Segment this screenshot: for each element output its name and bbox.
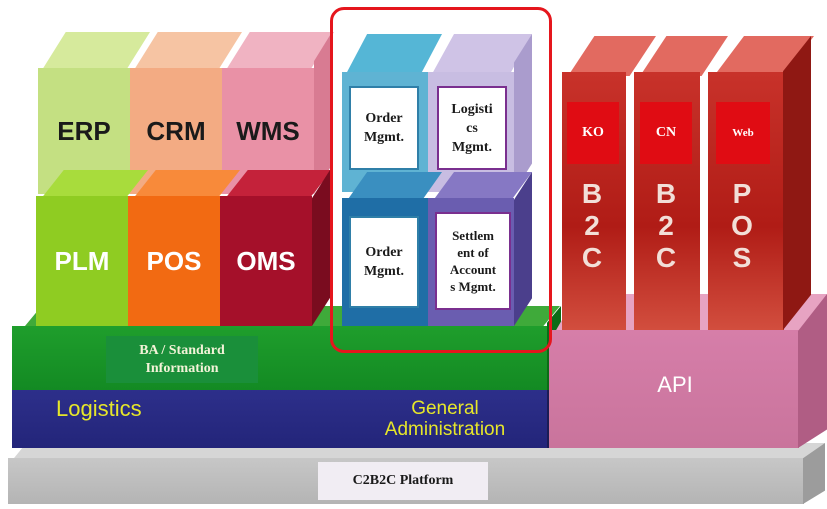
logistics-mgmt-card: Logisti cs Mgmt. bbox=[437, 86, 507, 170]
tower-cn-letters: B 2 C bbox=[655, 178, 677, 273]
tower-ko-top bbox=[568, 36, 656, 76]
ba-standard-label: BA / Standard Information bbox=[106, 336, 258, 383]
platform-side bbox=[803, 443, 825, 504]
oms-cube: OMS bbox=[220, 196, 312, 326]
wms-label: WMS bbox=[236, 115, 300, 146]
navy-band bbox=[12, 390, 548, 448]
settlement-cube-side bbox=[514, 172, 532, 326]
order-mgmt-card-top: Order Mgmt. bbox=[349, 86, 419, 170]
tower-cn-top bbox=[640, 36, 728, 76]
api-label: API bbox=[657, 372, 693, 397]
settlement-card: Settlem ent of Account s Mgmt. bbox=[435, 212, 511, 310]
pos-label: POS bbox=[146, 245, 202, 276]
green-band bbox=[12, 326, 548, 390]
wms-cube-side bbox=[314, 32, 332, 194]
oms-cube-side bbox=[312, 170, 330, 326]
crm-cube-top bbox=[134, 32, 242, 70]
plm-label: PLM bbox=[54, 245, 110, 276]
erp-cube-top bbox=[42, 32, 150, 70]
plm-cube: PLM bbox=[36, 196, 128, 326]
order-mgmt-card-bottom: Order Mgmt. bbox=[349, 216, 419, 308]
highlight-frame bbox=[330, 7, 552, 353]
logistics-label: Logistics bbox=[56, 396, 142, 421]
oms-label: OMS bbox=[236, 245, 296, 276]
tag-web: Web bbox=[716, 102, 770, 164]
tower-ko-letters: B 2 C bbox=[581, 178, 603, 273]
tower-web-letters: P O S bbox=[731, 178, 753, 273]
erp-label: ERP bbox=[57, 115, 111, 146]
tower-web-side bbox=[783, 36, 811, 330]
pos-cube: POS bbox=[128, 196, 220, 326]
api-block bbox=[549, 330, 799, 448]
tag-cn: CN bbox=[640, 102, 692, 164]
logistics-mgmt-cube-side bbox=[514, 34, 532, 192]
crm-label: CRM bbox=[146, 115, 206, 146]
tag-ko: KO bbox=[567, 102, 619, 164]
platform-label: C2B2C Platform bbox=[318, 462, 488, 500]
general-admin-label: General Administration bbox=[384, 398, 506, 440]
